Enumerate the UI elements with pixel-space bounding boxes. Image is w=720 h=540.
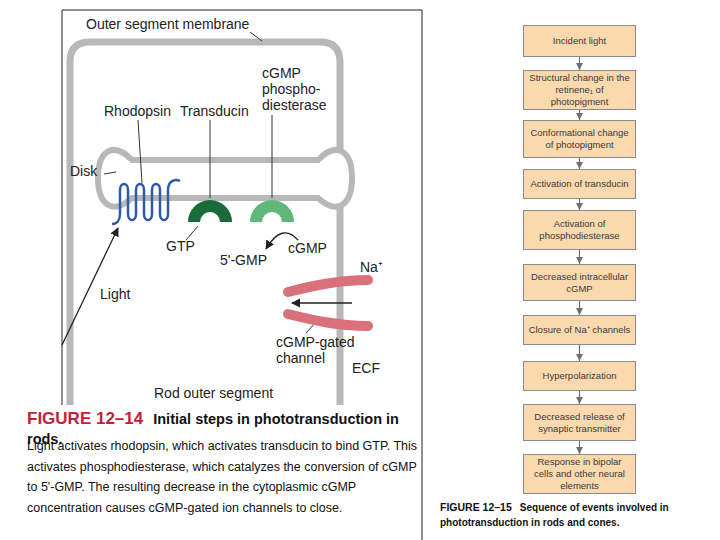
- caption-block: FIGURE 12–14Initial steps in phototransd…: [27, 409, 422, 449]
- process-box: Activation of transducin: [523, 169, 636, 199]
- process-box: Decreased release of synaptic transmitte…: [523, 404, 636, 441]
- part-name: Outer segment membrane: [86, 16, 286, 32]
- flow-arrow: [579, 391, 580, 404]
- rhodopsin-molecule: [112, 180, 180, 224]
- process-box: Hyperpolarization: [523, 361, 636, 391]
- leader-line: [138, 120, 142, 183]
- box-text: Decreased intracellular cGMP: [527, 271, 632, 295]
- molecule-name: GTP: [166, 238, 206, 254]
- box-text: Conformational change of photopigment: [527, 127, 632, 151]
- flow-arrow: [579, 199, 580, 210]
- box-text: Incident light: [553, 35, 606, 47]
- leader-line: [250, 32, 262, 41]
- caption-block: FIGURE 12–15Sequence of events involved …: [440, 499, 712, 529]
- box-text: Closure of Na⁺ channels: [529, 324, 631, 336]
- molecule-name: 5'-GMP: [220, 252, 280, 268]
- box-text: Structural change in the retinene₁ of ph…: [527, 72, 632, 108]
- process-box: Decreased intracellular cGMP: [523, 264, 636, 301]
- part-name: Transducin: [180, 103, 270, 119]
- channel-subunit: [288, 314, 368, 326]
- process-box: Conformational change of photopigment: [523, 120, 636, 158]
- figure-number: FIGURE 12–15: [440, 501, 512, 513]
- caption-body: Light activates rhodopsin, which activat…: [27, 436, 422, 518]
- transducin-molecule: [188, 200, 232, 222]
- box-text: Activation of transducin: [530, 178, 628, 190]
- flow-arrow: [579, 158, 580, 169]
- flow-arrow: [579, 110, 580, 120]
- leader-line: [186, 226, 198, 240]
- process-box: Incident light: [523, 25, 636, 57]
- leader-line: [272, 115, 273, 198]
- flow-arrow: [579, 441, 580, 454]
- figure-number: FIGURE 12–14: [27, 409, 143, 428]
- phosphodiesterase-molecule: [250, 200, 294, 222]
- box-text: Activation of phosphodiesterase: [527, 218, 632, 242]
- flow-arrow: [579, 250, 580, 264]
- box-text: Decreased release of synaptic transmitte…: [527, 411, 632, 435]
- part-name: Disk: [70, 163, 110, 179]
- region-name: ECF: [352, 360, 392, 376]
- channel-subunit: [288, 280, 368, 292]
- leader-line: [104, 172, 116, 174]
- part-name: Light: [100, 286, 150, 302]
- process-box: Structural change in the retinene₁ of ph…: [523, 70, 636, 110]
- box-text: Response in bipolar cells and other neur…: [527, 456, 632, 492]
- process-box: Response in bipolar cells and other neur…: [523, 454, 636, 494]
- ion-name: Na⁺: [360, 259, 400, 275]
- flow-arrow: [579, 301, 580, 315]
- part-name: cGMP phospho- diesterase: [262, 65, 340, 113]
- molecule-name: cGMP: [288, 240, 338, 256]
- region-name: Rod outer segment: [154, 385, 314, 401]
- leader-line: [210, 120, 211, 198]
- flow-arrow: [579, 345, 580, 361]
- process-box: Activation of phosphodiesterase: [523, 210, 636, 250]
- ion-flow-arrow: [292, 302, 352, 303]
- flow-arrow: [579, 57, 580, 70]
- box-text: Hyperpolarization: [543, 370, 617, 382]
- process-box: Closure of Na⁺ channels: [523, 315, 636, 345]
